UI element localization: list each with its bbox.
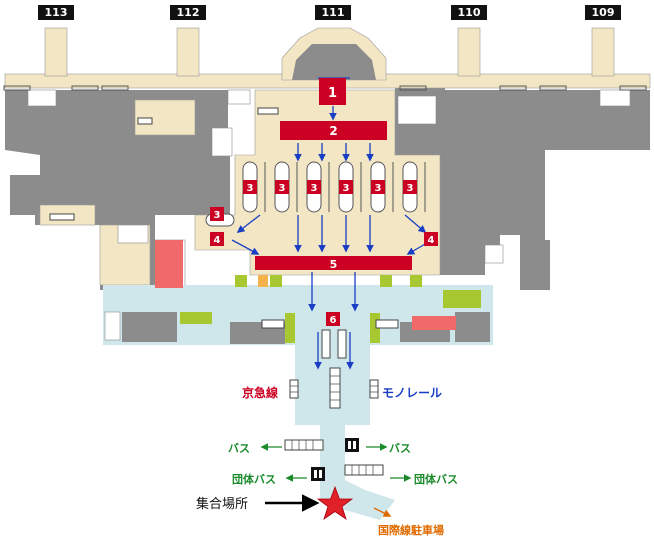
step-3-marker: 3 bbox=[311, 183, 318, 194]
gate-labels: 113 112 111 110 109 bbox=[38, 5, 621, 20]
step-3-marker: 3 bbox=[375, 183, 382, 194]
elevator-icon bbox=[345, 438, 359, 452]
bus-arrows bbox=[260, 443, 412, 482]
step-3-marker: 3 bbox=[279, 183, 286, 194]
escalator-steps bbox=[290, 375, 378, 475]
step-5-bar bbox=[255, 256, 412, 270]
step-1-marker: 1 bbox=[328, 86, 337, 101]
step-3-marker: 3 bbox=[214, 210, 221, 221]
escalators bbox=[49, 107, 399, 476]
step-3-marker: 3 bbox=[247, 183, 254, 194]
parking-arrow bbox=[373, 507, 392, 517]
step-4-marker: 4 bbox=[214, 235, 221, 246]
shop-blocks bbox=[155, 240, 481, 343]
group-bus-label-left: 団体バス bbox=[232, 472, 276, 486]
gate-label: 110 bbox=[458, 6, 481, 19]
bus-label-left: バス bbox=[228, 442, 250, 455]
red-bars bbox=[255, 121, 412, 270]
step-4-marker: 4 bbox=[428, 235, 435, 246]
step-markers: 1 2 3 3 3 3 3 3 3 4 4 5 6 bbox=[210, 78, 438, 326]
step-3-marker: 3 bbox=[343, 183, 350, 194]
step-5-marker: 5 bbox=[330, 258, 338, 271]
counter-dividers bbox=[264, 162, 426, 212]
step-2-marker: 2 bbox=[329, 124, 337, 138]
gate-label: 111 bbox=[322, 6, 345, 19]
route-arrows bbox=[231, 77, 433, 370]
monorail-line-label: モノレール bbox=[382, 386, 442, 400]
bus-label-right: バス bbox=[389, 442, 411, 455]
step-6-marker: 6 bbox=[330, 315, 337, 326]
group-bus-label-right: 団体バス bbox=[414, 472, 458, 486]
keikyu-line-label: 京急線 bbox=[242, 385, 278, 400]
meeting-point-star-icon bbox=[316, 485, 354, 520]
step-3-marker: 3 bbox=[407, 183, 414, 194]
gate-stairs bbox=[3, 85, 647, 91]
terminal-floor bbox=[5, 85, 650, 290]
step-2-bar bbox=[280, 121, 387, 140]
gate-label: 112 bbox=[177, 6, 200, 19]
meeting-point-label: 集合場所 bbox=[196, 496, 248, 512]
gate-label: 109 bbox=[592, 6, 615, 19]
parking-label: 国際線駐車場 bbox=[378, 523, 444, 537]
gate-label: 113 bbox=[45, 6, 68, 19]
elevator-icon bbox=[311, 467, 325, 481]
